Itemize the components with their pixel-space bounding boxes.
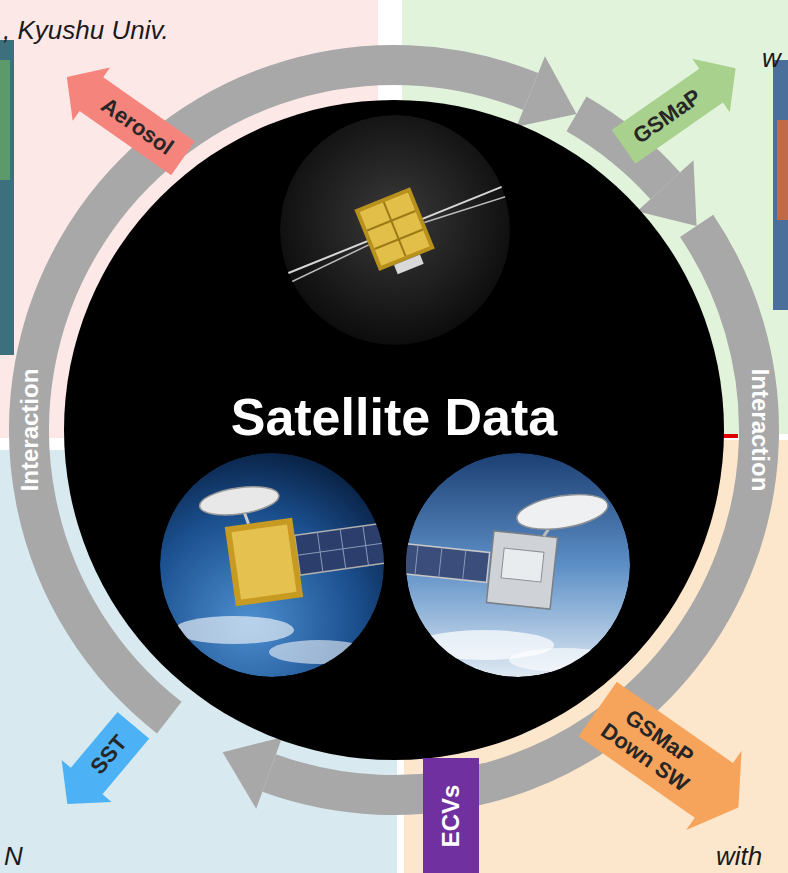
solar-panel: [391, 542, 490, 582]
arrow-fill: [570, 669, 766, 847]
vertical-tag: ECVs: [423, 758, 479, 873]
antenna-dish: [514, 489, 610, 535]
vertical-tag-text: ECVs: [437, 784, 465, 847]
instrument: [501, 548, 544, 582]
satellite-body: [225, 518, 303, 607]
satellite-circle: Satellite Data: [64, 100, 724, 760]
satellite-photo-left: [160, 453, 394, 677]
edge-image-left-inner: [0, 60, 10, 180]
ring-arrowhead: [516, 56, 576, 126]
arrow-fill: [42, 705, 158, 826]
panel-caption: , Kyushu Univ.: [3, 16, 169, 46]
panel-grid: [295, 523, 392, 575]
satellite-foil: [360, 192, 430, 265]
edge-image-right: [773, 60, 788, 310]
panel-caption: with: [716, 842, 762, 872]
antenna-dish: [198, 482, 281, 519]
satellite-body: [354, 187, 434, 271]
panel-caption: N: [4, 842, 23, 872]
cloud: [174, 616, 294, 644]
satellite-gold: [198, 468, 395, 609]
boom: [424, 174, 548, 232]
boom: [248, 245, 372, 301]
panel-caption: w: [762, 44, 781, 74]
cloud: [269, 640, 369, 664]
boom: [247, 170, 544, 290]
ring-label: Interaction: [746, 369, 774, 492]
edge-image-right-inner: [777, 120, 788, 220]
edge-image-left: [0, 40, 14, 355]
sensor: [394, 254, 424, 274]
satellite-body: [486, 531, 557, 609]
arrow-fill: [605, 42, 755, 174]
arrow-fill: [48, 51, 202, 186]
satellite-foil: [232, 524, 297, 599]
satellite-photo-right: [389, 453, 630, 677]
ring-arrowhead: [223, 737, 283, 808]
solar-panel: [295, 523, 392, 575]
panel-grid: [415, 545, 466, 580]
foil-lines: [360, 192, 430, 265]
satellite-gold: [234, 139, 559, 329]
cloud: [509, 648, 619, 672]
earth-ground: [406, 453, 630, 677]
space-ground: [280, 115, 510, 345]
center-title: Satellite Data: [231, 388, 558, 448]
ring-label: Interaction: [16, 369, 44, 492]
satellite-silver: [389, 468, 614, 615]
satellite-photo-top: [234, 115, 559, 345]
